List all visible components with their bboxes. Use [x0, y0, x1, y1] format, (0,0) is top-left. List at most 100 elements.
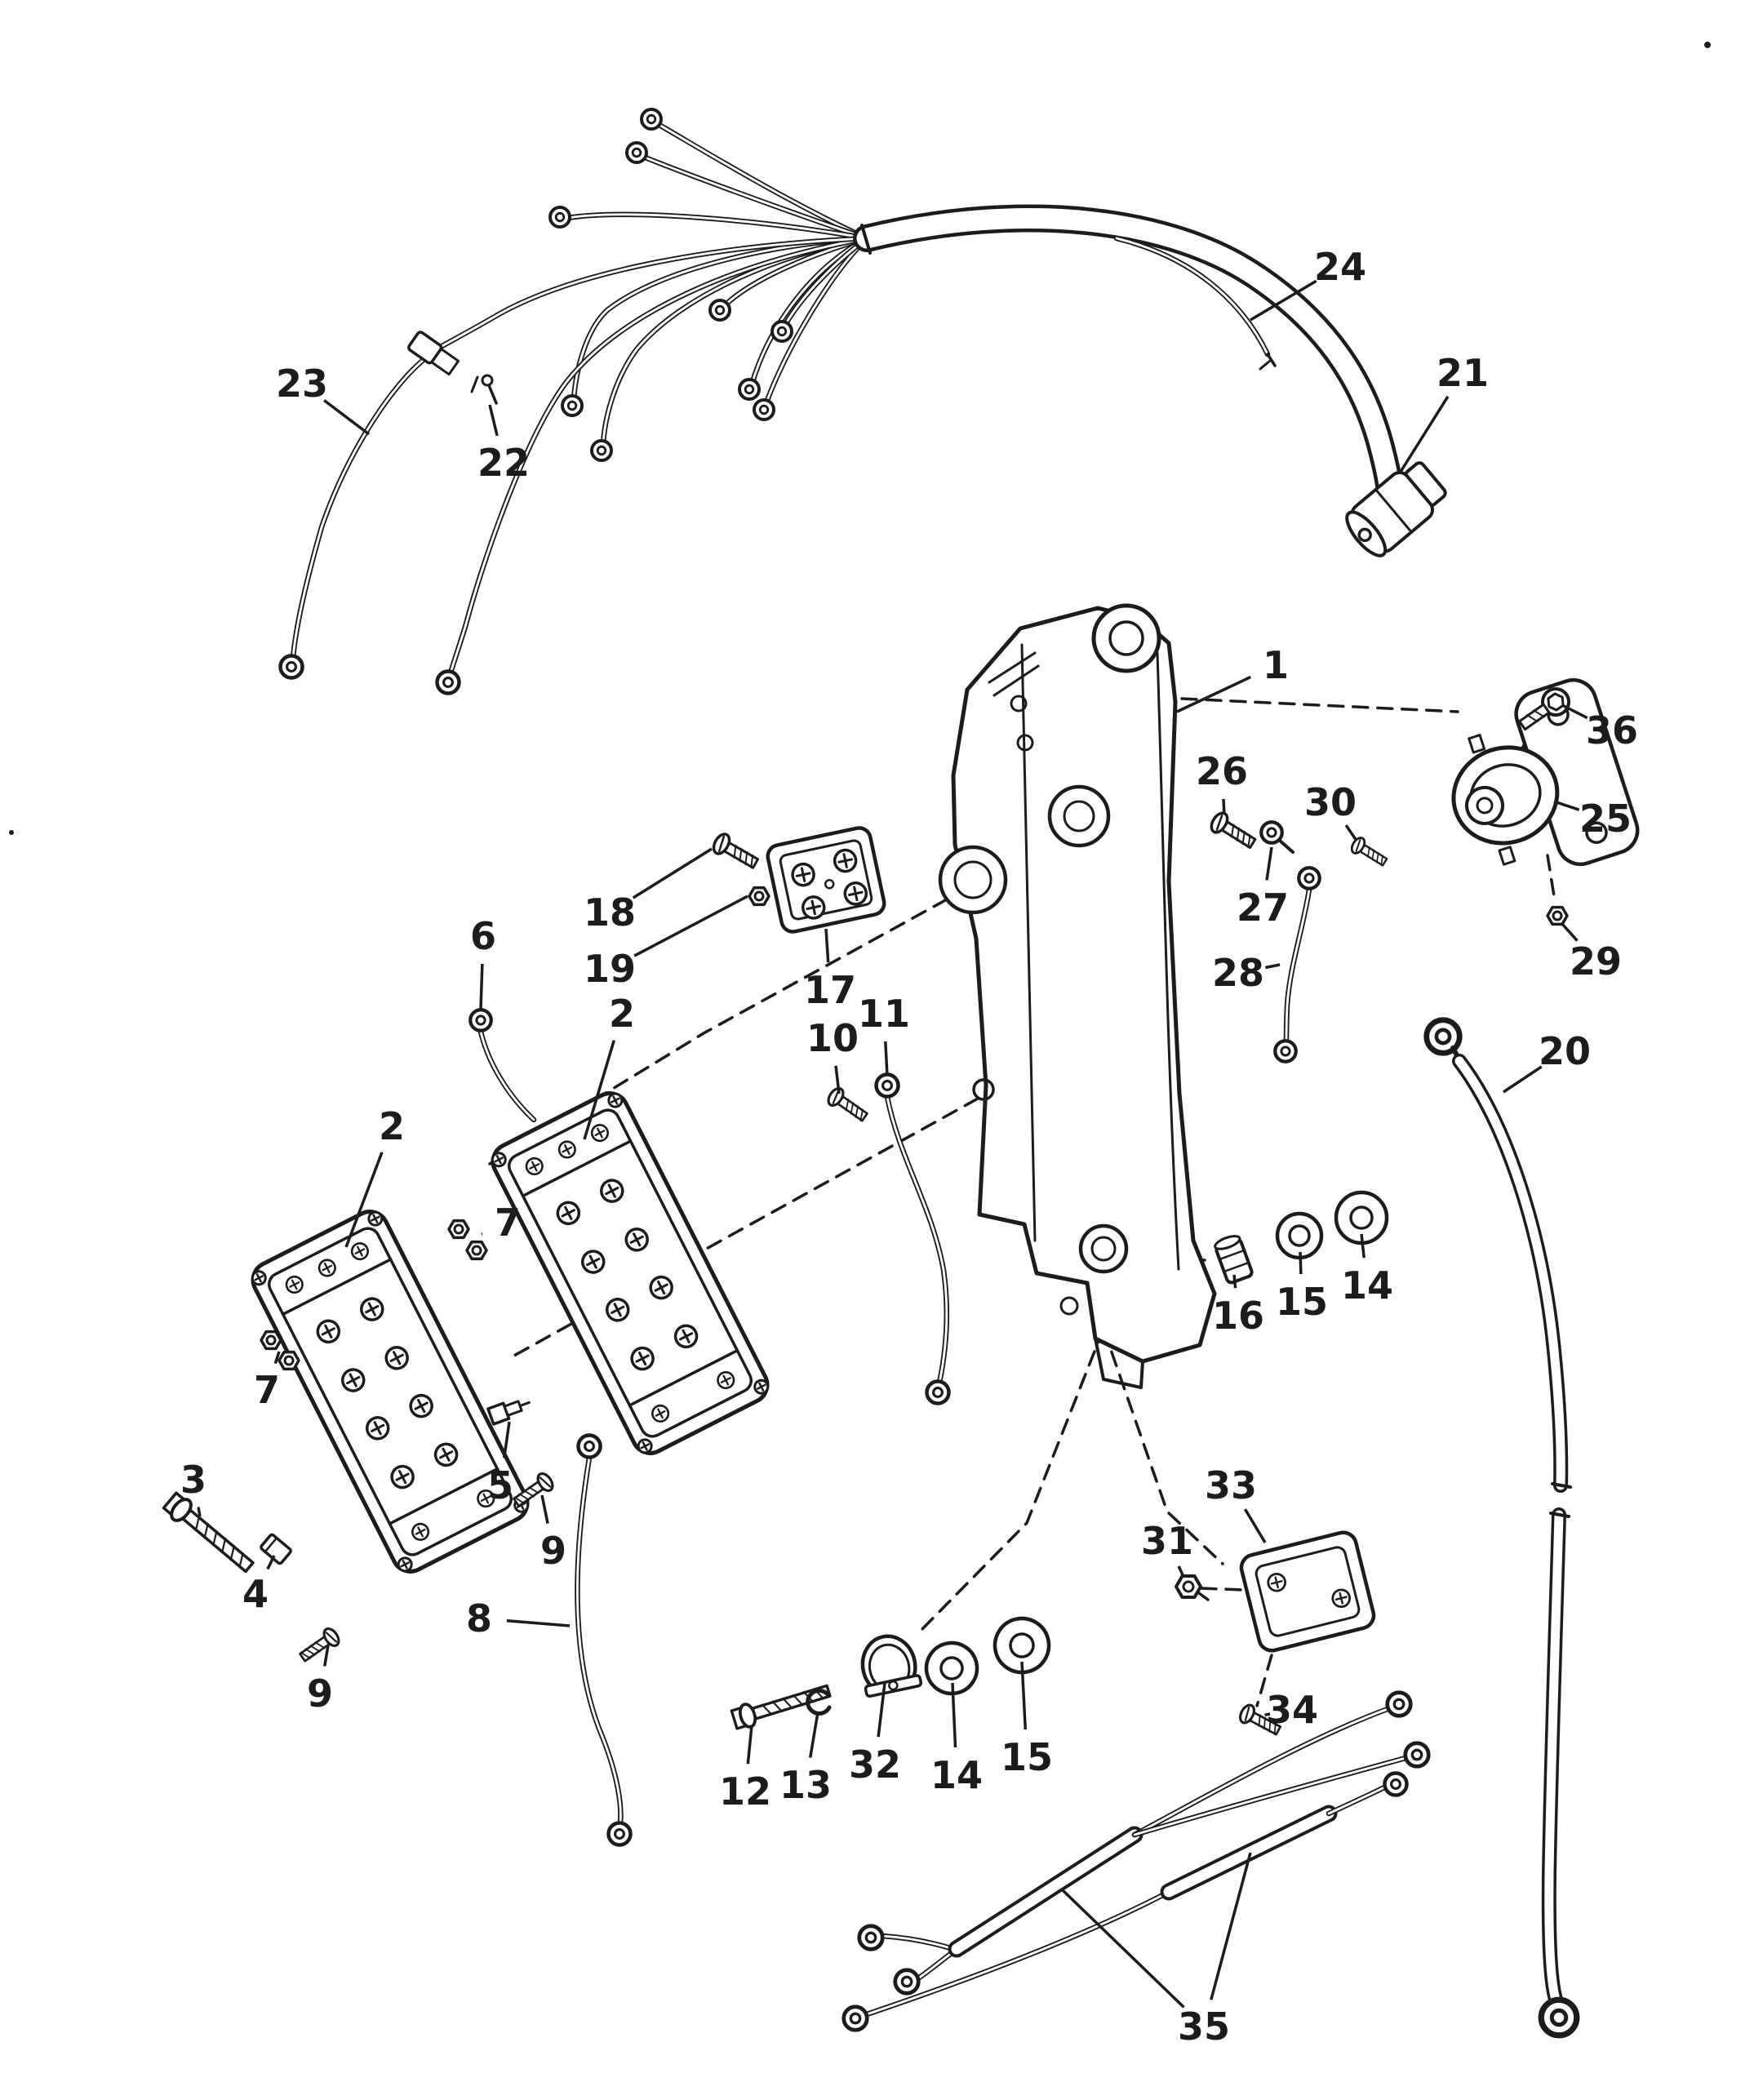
callout-35: 35	[1178, 2005, 1230, 2049]
callout-13: 13	[779, 1763, 832, 1807]
screw-10	[824, 1084, 872, 1127]
callout-leader-16	[1232, 1274, 1237, 1289]
callout-14: 14	[930, 1753, 983, 1797]
nut-19	[748, 886, 770, 907]
bushing-16	[1214, 1235, 1254, 1285]
callout-leader-9	[540, 1494, 549, 1525]
callout-leader-35	[1210, 1852, 1252, 2000]
callout-3: 3	[180, 1458, 206, 1502]
nut-7	[278, 1350, 300, 1371]
jumper-lead-6	[470, 1010, 537, 1123]
nut-7	[465, 1240, 488, 1261]
callout-23: 23	[276, 362, 328, 406]
retainer-clip-22	[470, 374, 498, 405]
callout-9: 9	[540, 1529, 566, 1573]
callout-11: 11	[858, 992, 910, 1036]
callout-25: 25	[1579, 797, 1632, 841]
callout-leader-22	[488, 404, 499, 437]
nut-7	[260, 1330, 282, 1351]
callout-2: 2	[379, 1104, 405, 1148]
callout-leader-17	[824, 928, 830, 963]
callout-36: 36	[1586, 708, 1638, 753]
ring-terminal-27	[1261, 822, 1294, 854]
callout-leader-5	[502, 1421, 511, 1458]
callout-leader-10	[834, 1065, 841, 1094]
ring-terminal	[550, 207, 570, 227]
ring-terminal	[627, 143, 646, 162]
callout-28: 28	[1212, 951, 1264, 995]
bolt-36	[1518, 687, 1570, 731]
callout-1: 1	[1263, 643, 1289, 687]
ring-terminal	[562, 396, 582, 415]
ring-terminal	[739, 380, 759, 399]
callout-leader-23	[323, 399, 371, 436]
callout-leader-27	[1265, 846, 1273, 881]
mounting-bracket	[938, 603, 1217, 1389]
callout-leader-14	[951, 1682, 957, 1748]
callout-leader-15	[1299, 1251, 1303, 1275]
bracket-mid-grommet	[1047, 784, 1111, 848]
harness-fan-wires	[437, 109, 870, 694]
screw-9	[295, 1624, 344, 1667]
bracket-top-grommet	[1091, 603, 1161, 673]
callout-leader-26	[1222, 798, 1226, 815]
nut-29	[1546, 905, 1569, 926]
callout-6: 6	[470, 914, 496, 958]
callout-12: 12	[719, 1769, 771, 1814]
callout-34: 34	[1266, 1688, 1318, 1732]
terminal-stud-5	[486, 1400, 531, 1426]
callout-leader-29	[1561, 922, 1579, 942]
callout-leader-15	[1020, 1661, 1028, 1730]
ring-terminal	[592, 441, 611, 460]
callout-20: 20	[1539, 1029, 1591, 1073]
ring-terminal	[754, 400, 774, 420]
callout-22: 22	[477, 441, 530, 485]
callout-26: 26	[1196, 749, 1248, 793]
callout-leader-30	[1344, 824, 1358, 841]
harness-leads-35	[844, 1693, 1429, 2031]
starter-solenoid	[1451, 678, 1640, 867]
callout-31: 31	[1141, 1519, 1193, 1563]
callout-5: 5	[487, 1463, 513, 1507]
harness-connector-21	[1345, 461, 1447, 557]
callout-2: 2	[609, 992, 635, 1036]
ignition-module-33	[1239, 1530, 1376, 1653]
callout-leader-25	[1553, 800, 1580, 811]
bolt-31	[1175, 1574, 1210, 1601]
callout-leader-3	[197, 1507, 202, 1517]
callout-leader-21	[1399, 395, 1450, 473]
callout-leader-18	[632, 847, 713, 899]
washer-15-upper	[1275, 1211, 1324, 1260]
callout-14: 14	[1341, 1263, 1393, 1308]
callout-33: 33	[1205, 1463, 1257, 1507]
callout-leader-28	[1265, 963, 1281, 970]
lock-washer-13	[806, 1688, 832, 1716]
rectifier	[766, 826, 886, 934]
callout-leader-7	[273, 1351, 281, 1365]
callout-17: 17	[804, 968, 856, 1012]
battery-cable	[1427, 1020, 1577, 2036]
washer-14-lower	[924, 1640, 979, 1696]
ground-lead-8	[575, 1436, 630, 1845]
solenoid-stud	[1498, 846, 1517, 866]
callout-leader-35	[1061, 1889, 1185, 2009]
callout-leader-20	[1503, 1065, 1543, 1094]
callout-leader-24	[1250, 279, 1317, 322]
scan-artifact	[1704, 42, 1711, 48]
bracket-lower-hole	[1078, 1223, 1129, 1274]
callout-leader-9	[322, 1645, 330, 1667]
callout-15: 15	[1276, 1280, 1328, 1324]
callout-leader-36	[1561, 704, 1588, 720]
callout-leader-6	[479, 963, 484, 1010]
callout-18: 18	[584, 890, 636, 935]
callout-9: 9	[307, 1672, 333, 1716]
bullet-connector	[407, 331, 460, 376]
harness-sheath	[853, 204, 1404, 505]
switch-box-left	[246, 1205, 533, 1578]
bolt-3	[160, 1489, 260, 1578]
callout-7: 7	[254, 1368, 280, 1412]
callout-leader-34	[1264, 1712, 1271, 1716]
callout-leader-1	[1176, 675, 1251, 713]
